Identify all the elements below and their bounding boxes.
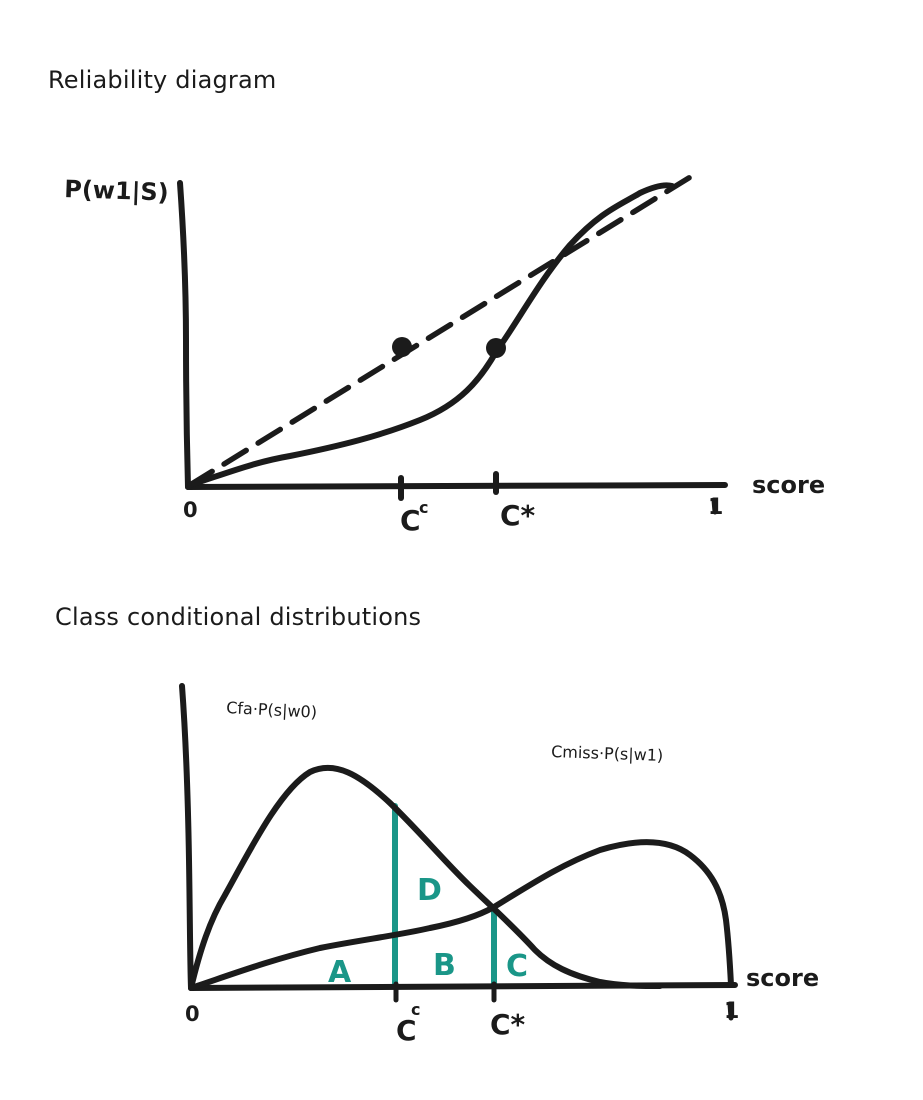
region-label-d: D [417,873,442,908]
distribution-tick1-superscript: c [411,1000,420,1019]
reliability-diagram [177,173,728,515]
reliability-tick2-label: C* [500,499,536,532]
threshold-lines [392,803,497,989]
reliability-tick1-superscript: c [419,498,428,517]
reliability-y-label: P(w1|S) [64,175,169,207]
curve-w1-label: Cmiss·P(s|w1) [551,742,664,765]
class-conditional-diagram [179,683,738,1021]
curve-w1 [188,839,734,991]
reliability-point-cstar [486,338,506,358]
reliability-x-label: score [752,471,825,499]
region-label-c: C [506,949,528,984]
reliability-diagram-title: Reliability diagram [48,66,277,94]
reliability-diagonal-dashed [187,173,695,488]
reliability-tick-one [711,497,718,515]
distribution-tick-one [727,1001,734,1021]
reliability-point-cc [392,337,412,357]
distribution-origin-label: 0 [185,1002,200,1026]
region-label-a: A [328,955,352,990]
distribution-tick1-label: C [396,1014,417,1047]
reliability-end-label: 1 [708,495,723,520]
reliability-y-axis [177,180,191,490]
region-labels: A B C D [328,873,528,990]
distribution-y-axis [179,683,194,991]
distribution-x-label: score [746,964,819,992]
curve-w0-label: Cfa·P(s|w0) [226,698,318,722]
reliability-calibration-curve [187,182,675,488]
reliability-tick1-label: C [400,504,421,537]
distribution-tick2-label: C* [490,1008,526,1041]
class-conditional-title: Class conditional distributions [55,603,422,631]
reliability-x-axis [185,482,728,490]
region-label-b: B [433,948,456,983]
distribution-end-label: 1 [724,999,739,1024]
curve-w0 [188,764,663,991]
reliability-origin-label: 0 [183,498,198,522]
